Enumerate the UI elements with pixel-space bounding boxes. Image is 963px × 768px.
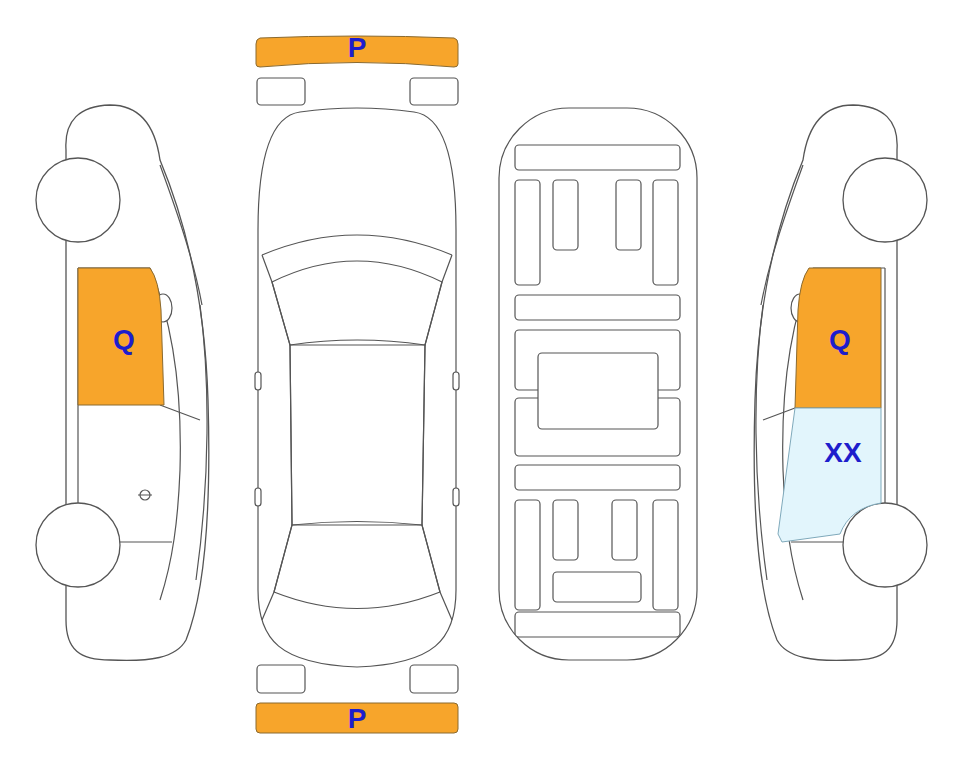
frame-part: [653, 180, 678, 285]
frame-part: [515, 145, 680, 170]
left-side-car: [36, 105, 209, 660]
taillight-box: [257, 665, 305, 693]
taillight-box: [410, 665, 458, 693]
frame-part: [515, 500, 540, 610]
frame-part: [515, 465, 680, 490]
hood-line: [262, 235, 452, 255]
panel-fill: [795, 268, 881, 408]
frame-part: [515, 295, 680, 320]
damage-code: Q: [113, 326, 135, 354]
side-line: [262, 255, 452, 620]
windshield: [272, 261, 442, 345]
panel-fill: [256, 703, 458, 733]
damage-code: Q: [829, 326, 851, 354]
damage-code: P: [348, 705, 367, 733]
frame-part: [553, 572, 641, 602]
underbody-outline: [499, 108, 697, 660]
front-bumper-panel: P: [256, 36, 458, 70]
panel-fill: [778, 408, 881, 542]
rear-bumper-panel: P: [256, 703, 458, 733]
side-mirror: [255, 372, 261, 390]
right-front-door-panel: Q: [795, 268, 881, 408]
frame-part: [612, 500, 637, 560]
frame-part: [653, 500, 678, 610]
right-side-car: [754, 105, 927, 660]
car-body-outline: [258, 108, 456, 667]
door-handle: [255, 488, 261, 506]
frame-part: [538, 353, 658, 429]
left-front-door-panel: Q: [78, 268, 164, 405]
frame-part: [515, 180, 540, 285]
frame-part: [553, 180, 578, 250]
right-rear-door-panel: XX: [778, 408, 881, 542]
frame-part: [515, 612, 680, 637]
roof: [290, 345, 425, 525]
underbody-view: [499, 108, 697, 660]
headlight-box: [257, 78, 305, 105]
side-mirror: [453, 372, 459, 390]
damage-code: XX: [824, 439, 861, 467]
door-handle: [453, 488, 459, 506]
panel-fill: [78, 268, 164, 405]
top-view-car: [255, 78, 459, 693]
damage-code: P: [348, 34, 367, 62]
panel-shape: [778, 408, 881, 542]
rear-window: [274, 522, 440, 609]
headlight-box: [410, 78, 458, 105]
frame-part: [616, 180, 641, 250]
frame-part: [553, 500, 578, 560]
